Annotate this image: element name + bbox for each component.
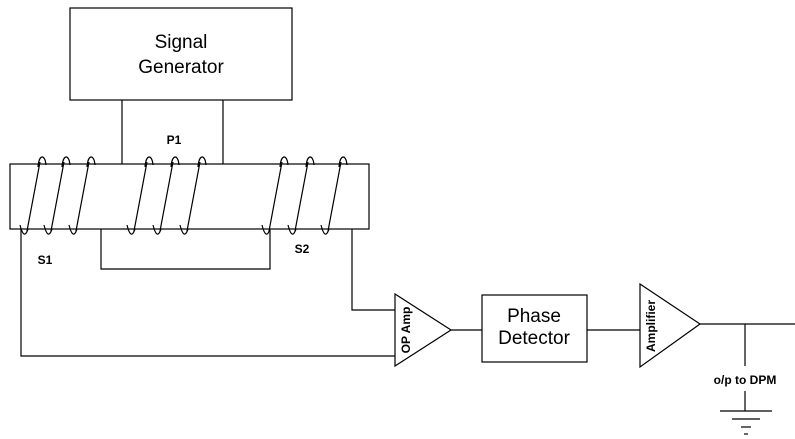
phase-detector-box bbox=[481, 294, 588, 363]
coil-turn-s2-2 bbox=[287, 156, 315, 235]
output-label: o/p to DPM bbox=[714, 373, 777, 387]
s2-to-opamp-wire bbox=[351, 229, 395, 311]
amplifier-symbol bbox=[639, 282, 702, 369]
coil-turn-p1-1 bbox=[126, 156, 154, 235]
signal-generator-label-1: Signal bbox=[155, 32, 208, 53]
secondary-series-link bbox=[100, 229, 271, 270]
coil-turn-s1-2 bbox=[43, 156, 71, 235]
ground-icon bbox=[720, 410, 772, 435]
coil-turn-p1-3 bbox=[179, 156, 207, 235]
coil-turn-s2-3 bbox=[320, 156, 348, 235]
phase-detector-label-1: Phase bbox=[507, 306, 561, 327]
op-amp-symbol bbox=[394, 292, 453, 368]
s1-to-opamp-wire bbox=[20, 229, 395, 357]
signal-generator-box bbox=[69, 7, 293, 101]
transformer-core bbox=[9, 163, 370, 230]
secondary-coil-2-label: S2 bbox=[295, 242, 310, 256]
coil-turn-s1-3 bbox=[68, 156, 96, 235]
coil-turn-s2-1 bbox=[261, 156, 289, 235]
coil-turn-p1-2 bbox=[152, 156, 180, 235]
op-amp-label: OP Amp bbox=[399, 307, 413, 354]
amplifier-label: Amplifier bbox=[644, 300, 658, 352]
coil-turn-s1-1 bbox=[19, 156, 47, 235]
secondary-coil-1-label: S1 bbox=[38, 253, 53, 267]
primary-coil-label: P1 bbox=[167, 133, 182, 147]
phase-detector-label-2: Detector bbox=[498, 328, 570, 349]
signal-generator-label-2: Generator bbox=[138, 57, 224, 78]
coil-windings bbox=[19, 156, 348, 235]
